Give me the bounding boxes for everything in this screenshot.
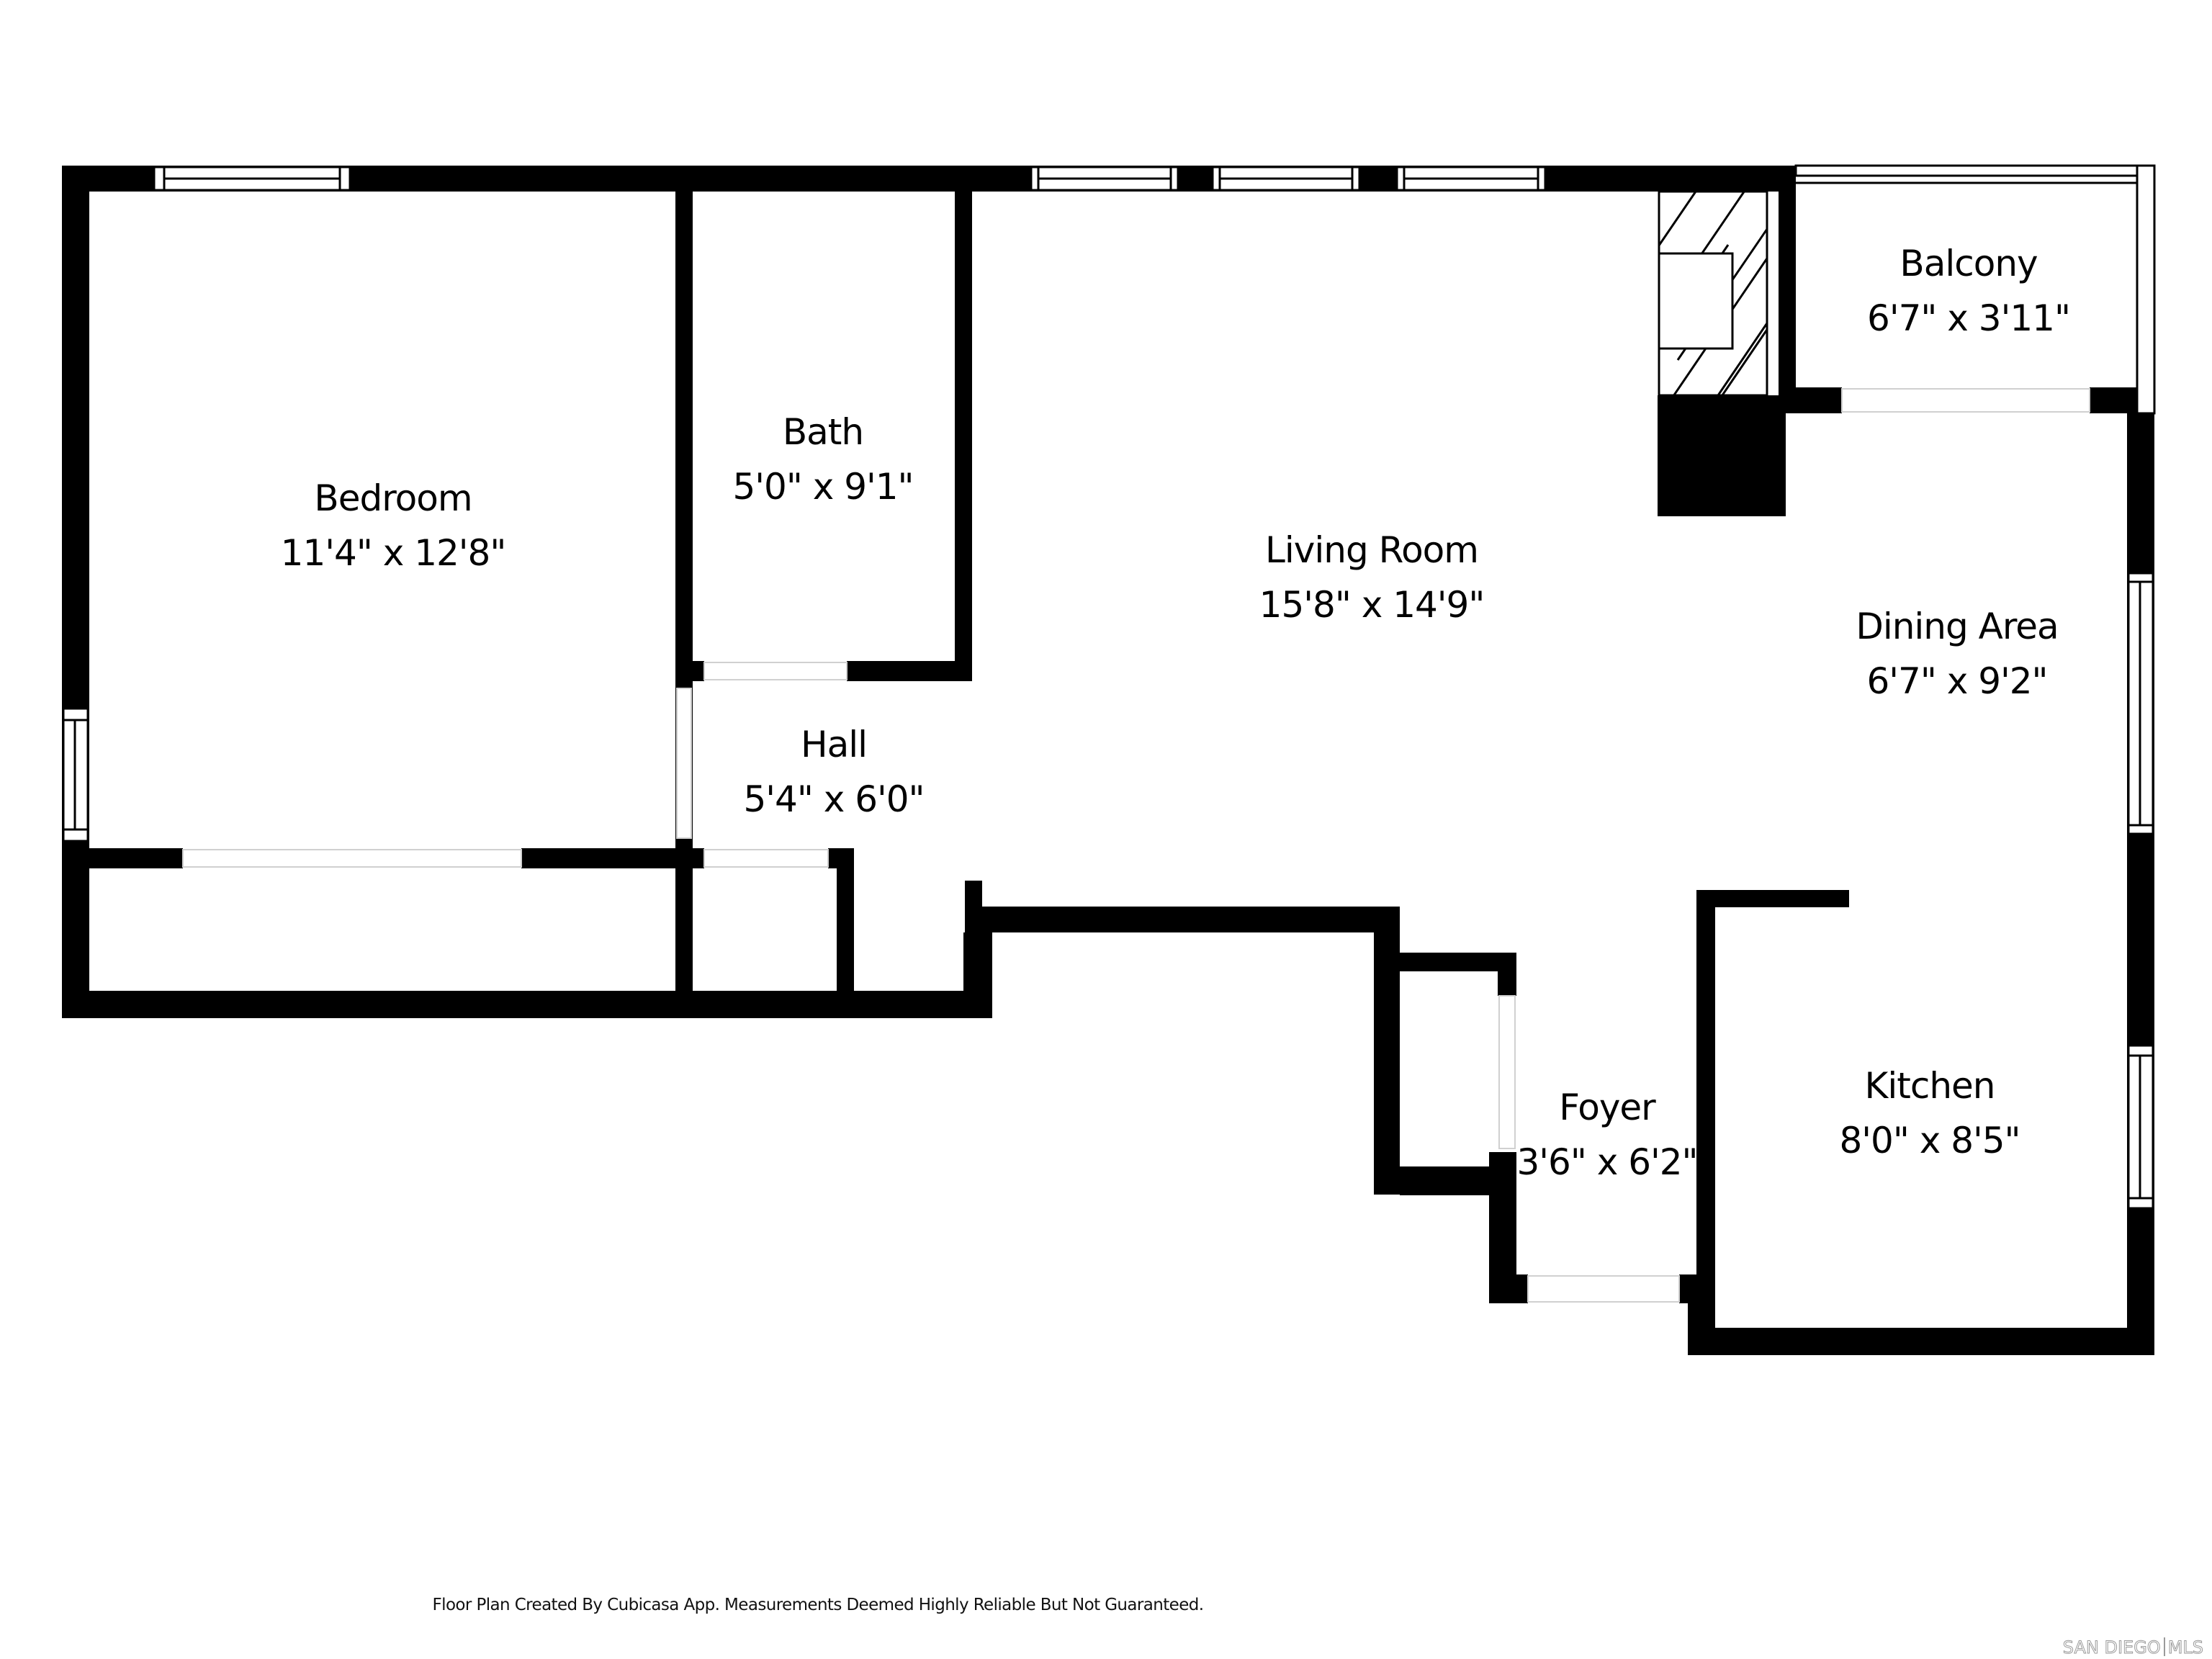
san-diego-mls-logo: SAN DIEGO MLS [2062, 1637, 2203, 1658]
room-label-bedroom: Bedroom 11'4" x 12'8" [280, 471, 507, 580]
fireplace-icon [1658, 190, 1768, 397]
logo-text-right: MLS [2167, 1637, 2203, 1658]
room-name: Dining Area [1856, 606, 2059, 647]
room-name: Foyer [1559, 1087, 1655, 1128]
room-label-foyer: Foyer 3'6" x 6'2" [1516, 1080, 1698, 1190]
walls [62, 166, 2154, 1355]
room-name: Balcony [1899, 243, 2038, 284]
logo-text-left: SAN DIEGO [2062, 1637, 2161, 1658]
room-name: Kitchen [1864, 1065, 1996, 1107]
room-dimensions: 5'0" x 9'1" [732, 466, 914, 508]
room-dimensions: 6'7" x 9'2" [1866, 660, 2048, 702]
room-dimensions: 3'6" x 6'2" [1516, 1141, 1698, 1183]
room-dimensions: 8'0" x 8'5" [1839, 1120, 2020, 1161]
room-name: Hall [800, 724, 868, 765]
room-label-dining-area: Dining Area 6'7" x 9'2" [1856, 599, 2059, 709]
room-label-hall: Hall 5'4" x 6'0" [743, 717, 925, 827]
room-dimensions: 6'7" x 3'11" [1867, 297, 2071, 339]
room-name: Bath [782, 411, 864, 453]
room-label-kitchen: Kitchen 8'0" x 8'5" [1839, 1058, 2020, 1168]
room-label-living-room: Living Room 15'8" x 14'9" [1259, 523, 1485, 632]
room-dimensions: 11'4" x 12'8" [280, 532, 507, 574]
balcony-railing [1794, 164, 2156, 415]
room-dimensions: 15'8" x 14'9" [1259, 584, 1485, 626]
room-label-bath: Bath 5'0" x 9'1" [732, 405, 914, 514]
door-openings [182, 388, 2090, 1303]
disclaimer-text: Floor Plan Created By Cubicasa App. Meas… [432, 1596, 1205, 1614]
windows [62, 166, 2154, 1210]
room-name: Living Room [1265, 529, 1479, 571]
room-label-balcony: Balcony 6'7" x 3'11" [1867, 236, 2071, 346]
room-dimensions: 5'4" x 6'0" [743, 778, 925, 820]
room-name: Bedroom [314, 477, 472, 519]
logo-divider [2163, 1637, 2165, 1656]
